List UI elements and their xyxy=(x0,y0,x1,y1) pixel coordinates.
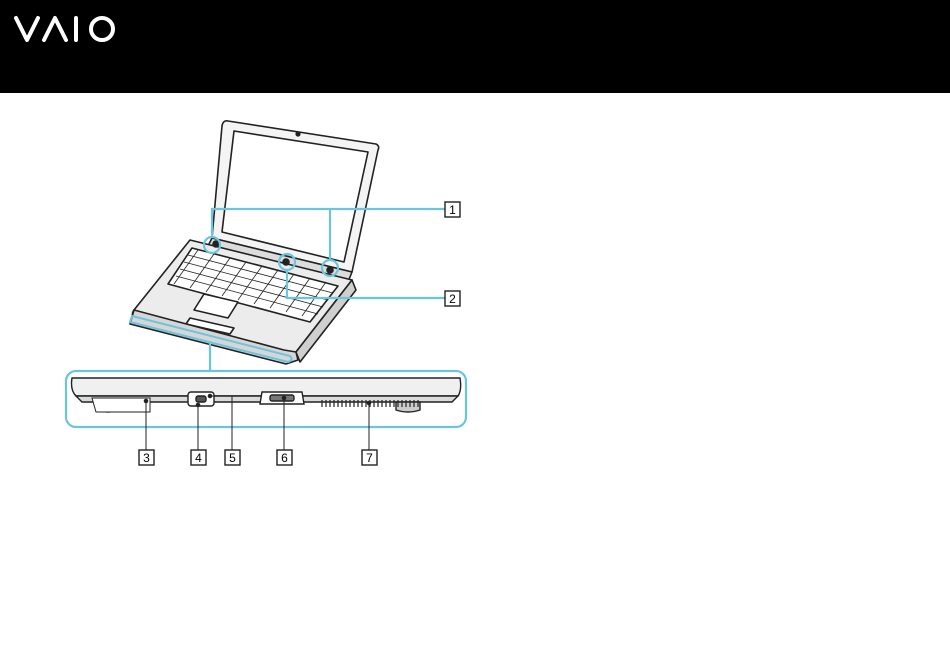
header-bar xyxy=(0,0,950,93)
callout-4: 4 xyxy=(191,450,206,465)
callout-1-label: 1 xyxy=(449,203,456,217)
callout-3: 3 xyxy=(139,450,154,465)
callout-5-label: 5 xyxy=(229,451,236,465)
callout-6-label: 6 xyxy=(281,451,288,465)
callout-4-label: 4 xyxy=(195,451,202,465)
front-detail xyxy=(72,378,461,412)
callout-7: 7 xyxy=(362,450,377,465)
callout-7-label: 7 xyxy=(366,451,373,465)
callout-6: 6 xyxy=(277,450,292,465)
vaio-logo xyxy=(14,14,124,44)
callout-3-label: 3 xyxy=(143,451,150,465)
callout-2-label: 2 xyxy=(449,292,456,306)
laptop-drawing xyxy=(130,121,379,364)
callout-5: 5 xyxy=(225,450,240,465)
callout-1: 1 xyxy=(445,202,460,217)
laptop-illustration: 1 2 3 4 5 6 7 xyxy=(0,93,950,671)
callout-2: 2 xyxy=(445,291,460,306)
